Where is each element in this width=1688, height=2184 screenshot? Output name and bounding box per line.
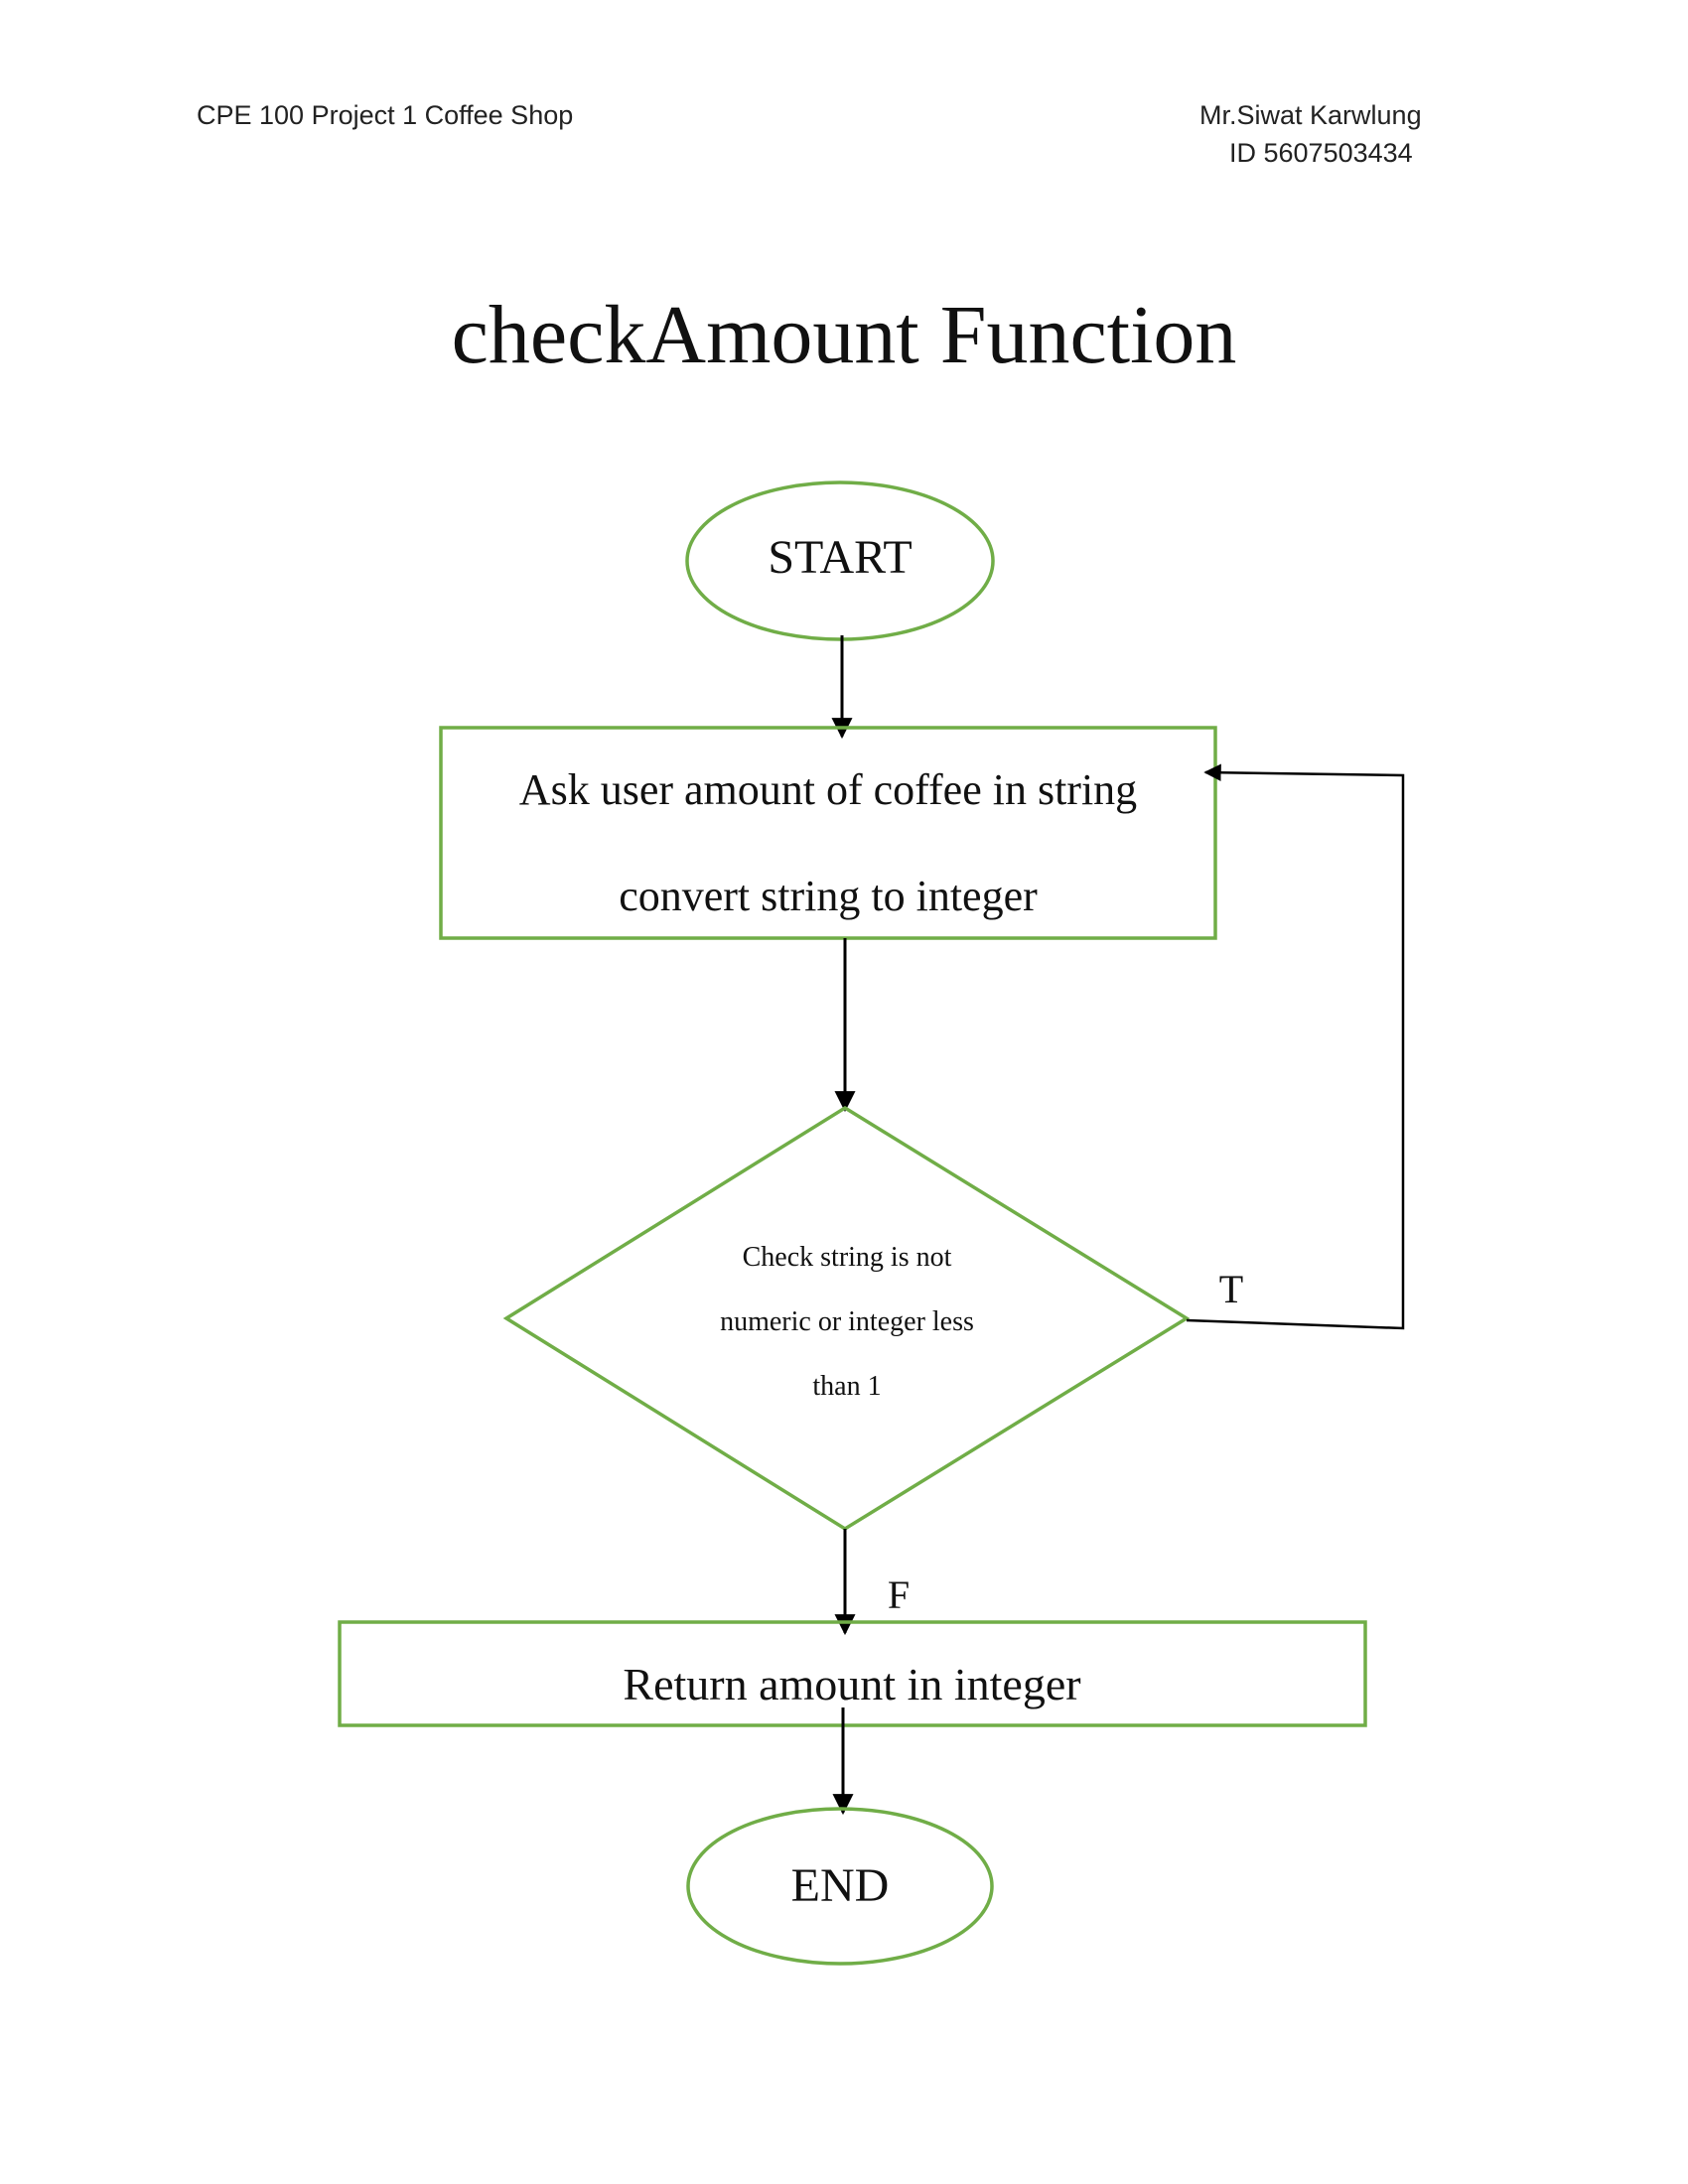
decision-text-line1: Check string is not — [743, 1242, 952, 1273]
header-course-label: CPE 100 Project 1 Coffee Shop — [197, 100, 574, 130]
return-box — [338, 1620, 1367, 1727]
return-text: Return amount in integer — [623, 1659, 1080, 1709]
start-label: START — [768, 531, 912, 584]
process-text-line1: Ask user amount of coffee in string — [519, 765, 1137, 814]
process-text-line2: convert string to integer — [619, 872, 1038, 920]
arrow-true-loop — [1186, 763, 1405, 1330]
false-branch-label: F — [888, 1572, 910, 1617]
true-branch-label: T — [1219, 1267, 1243, 1311]
decision-text-line3: than 1 — [812, 1371, 881, 1402]
header-author-name: Mr.Siwat Karwlung — [1199, 100, 1422, 130]
page-title: checkAmount Function — [451, 289, 1237, 381]
decision-text-line2: numeric or integer less — [720, 1306, 974, 1337]
end-terminal — [686, 1807, 994, 1966]
header-student-id: ID 5607503434 — [1229, 138, 1413, 168]
start-terminal — [685, 480, 995, 641]
end-label: END — [791, 1859, 890, 1912]
process-box — [439, 726, 1217, 940]
